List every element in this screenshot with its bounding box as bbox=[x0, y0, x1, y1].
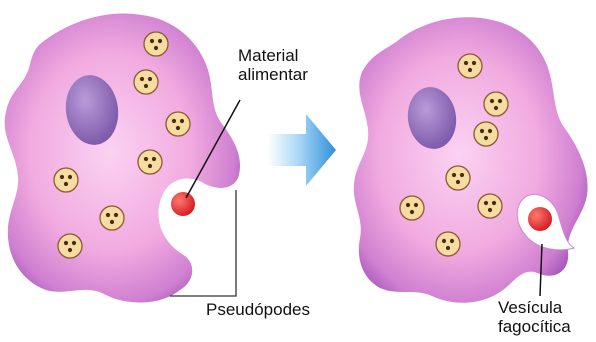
food-particle-left bbox=[171, 192, 195, 216]
right-vacuole bbox=[436, 232, 460, 256]
label-food-material-line2: alimentar bbox=[238, 65, 308, 84]
label-pseudopods-text: Pseudópodes bbox=[206, 300, 310, 319]
right-vacuole bbox=[484, 92, 508, 116]
food-particle-right bbox=[528, 207, 552, 231]
label-pseudopods: Pseudópodes bbox=[206, 300, 310, 319]
label-vesicle-line1: Vesícula bbox=[498, 298, 571, 317]
process-arrow bbox=[268, 114, 336, 186]
right-vacuole bbox=[446, 166, 470, 190]
amoeba-left-body bbox=[5, 14, 240, 303]
right-vacuole bbox=[400, 196, 424, 220]
arrow-shape bbox=[268, 114, 336, 186]
left-vacuole bbox=[100, 206, 124, 230]
label-vesicle-line2: fagocítica bbox=[498, 317, 571, 336]
left-vacuole bbox=[138, 150, 162, 174]
amoeba-left bbox=[5, 14, 240, 303]
right-vacuole bbox=[478, 194, 502, 218]
left-vacuole bbox=[54, 168, 78, 192]
right-vacuole bbox=[474, 122, 498, 146]
right-vacuole bbox=[458, 54, 482, 78]
left-vacuole bbox=[144, 32, 168, 56]
left-vacuole bbox=[166, 112, 190, 136]
amoeba-right bbox=[354, 17, 588, 303]
left-vacuole bbox=[134, 70, 158, 94]
label-food-material: Material alimentar bbox=[238, 46, 308, 84]
left-vacuole bbox=[58, 234, 82, 258]
label-phagocytic-vesicle: Vesícula fagocítica bbox=[498, 298, 571, 336]
label-food-material-line1: Material bbox=[238, 46, 308, 65]
